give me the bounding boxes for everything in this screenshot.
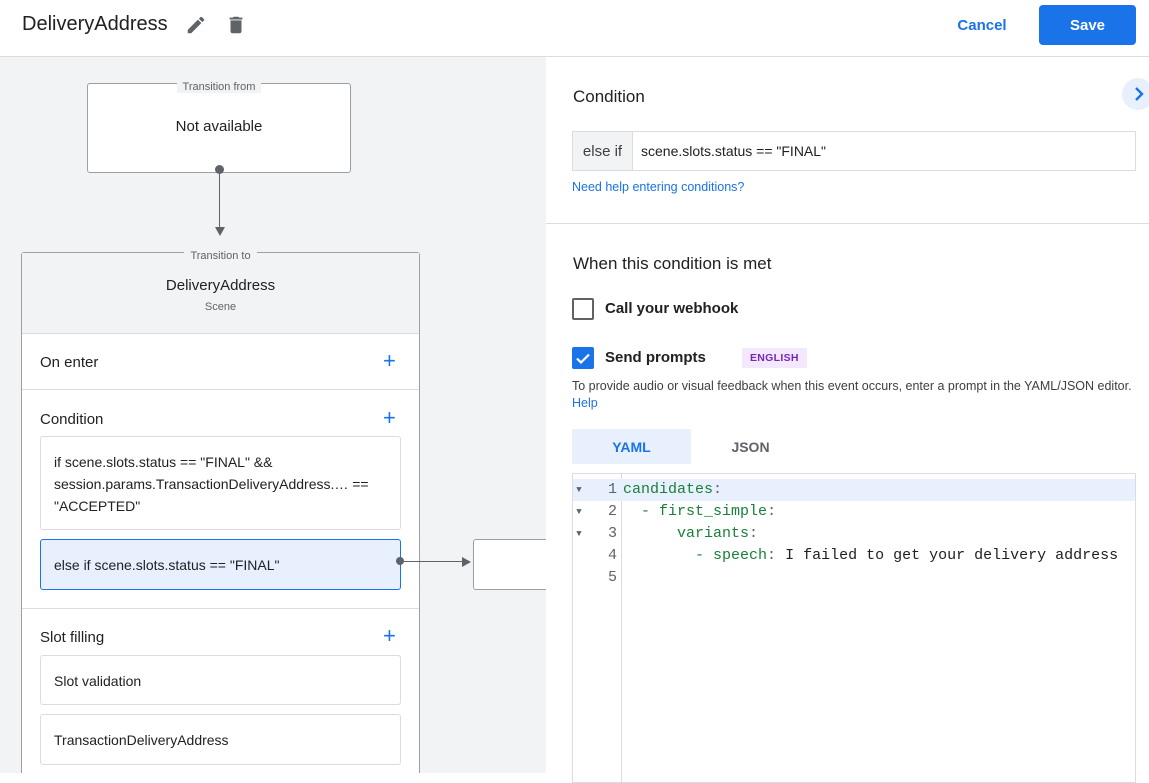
line-gutter — [573, 474, 622, 782]
send-prompts-checkbox[interactable] — [572, 347, 594, 369]
condition-label: Condition — [40, 411, 104, 428]
connector-dot — [396, 557, 404, 565]
connector-dot — [215, 165, 224, 174]
arrow-down-icon — [215, 227, 225, 236]
transition-from-value: Not available — [175, 118, 263, 135]
connector-line — [402, 561, 464, 562]
send-prompts-label: Send prompts — [605, 349, 706, 366]
add-on-enter-icon[interactable]: + — [383, 348, 396, 373]
slot-label: Slot validation — [54, 673, 142, 689]
fold-toggle-icon[interactable]: ▼ — [576, 529, 582, 539]
line-number: 1 — [607, 481, 617, 498]
transition-from-node[interactable]: Transition from Not available — [87, 81, 351, 173]
scene-header[interactable]: DeliveryAddress Scene — [22, 253, 419, 334]
code-text: - speech: I failed to get your delivery … — [695, 547, 1119, 564]
condition-text: else if scene.slots.status == "FINAL" — [54, 557, 280, 573]
code-text: variants: — [677, 525, 759, 542]
scene-type: Scene — [204, 301, 237, 313]
prompt-description: To provide audio or visual feedback when… — [572, 378, 1142, 412]
divider — [22, 389, 419, 390]
page-title: DeliveryAddress — [22, 13, 168, 35]
help-link[interactable]: Help — [572, 396, 598, 410]
code-line[interactable]: ▼ 1 candidates: — [573, 479, 1135, 501]
fold-toggle-icon[interactable]: ▼ — [576, 485, 582, 495]
checkmark-icon — [576, 353, 590, 365]
code-line[interactable]: ▼ 3 variants: — [573, 523, 1135, 545]
webhook-label: Call your webhook — [605, 300, 739, 317]
condition-help-link[interactable]: Need help entering conditions? — [572, 180, 745, 194]
cancel-button[interactable]: Cancel — [957, 16, 1007, 34]
condition-text: if scene.slots.status == "FINAL" && sess… — [54, 454, 369, 514]
condition-prefix: else if — [573, 132, 633, 170]
transition-target-node[interactable] — [473, 539, 546, 590]
line-number: 3 — [607, 525, 617, 542]
code-line[interactable]: ▼ 2 - first_simple: — [573, 501, 1135, 523]
pencil-icon[interactable] — [185, 14, 207, 36]
line-number: 5 — [607, 569, 617, 586]
webhook-checkbox[interactable] — [572, 298, 594, 320]
condition-card-else-if[interactable]: else if scene.slots.status == "FINAL" — [40, 539, 401, 590]
line-number: 2 — [607, 503, 617, 520]
scene-name: DeliveryAddress — [165, 277, 276, 294]
code-line[interactable]: 4 - speech: I failed to get your deliver… — [573, 545, 1135, 567]
slot-label: TransactionDeliveryAddress — [54, 732, 229, 748]
slot-card[interactable]: TransactionDeliveryAddress — [40, 714, 401, 765]
language-badge: ENGLISH — [742, 348, 807, 368]
scene-node: DeliveryAddress Scene Transition to On e… — [21, 250, 420, 773]
trash-icon[interactable] — [225, 14, 247, 36]
divider — [546, 223, 1149, 224]
editor-header: DeliveryAddress Cancel Save — [0, 0, 1149, 57]
line-number: 4 — [607, 547, 617, 564]
tab-json[interactable]: JSON — [731, 438, 770, 455]
when-met-title: When this condition is met — [573, 254, 772, 273]
collapse-panel-button[interactable] — [1122, 78, 1149, 110]
condition-field: else if — [572, 131, 1136, 171]
condition-detail-panel: Condition else if Need help entering con… — [546, 57, 1149, 783]
condition-title: Condition — [573, 87, 645, 106]
transition-to-caption: Transition to — [184, 250, 257, 262]
code-text: candidates: — [623, 481, 723, 498]
fold-toggle-icon[interactable]: ▼ — [576, 507, 582, 517]
code-line[interactable]: 5 — [573, 567, 1135, 589]
connector-line — [219, 174, 220, 228]
description-text: To provide audio or visual feedback when… — [572, 379, 1132, 393]
chevron-right-icon — [1135, 87, 1144, 101]
add-slot-icon[interactable]: + — [383, 623, 396, 648]
condition-card-if[interactable]: if scene.slots.status == "FINAL" && sess… — [40, 436, 401, 530]
add-condition-icon[interactable]: + — [383, 405, 396, 430]
transition-from-caption: Transition from — [176, 81, 262, 93]
condition-input[interactable] — [634, 132, 1135, 170]
divider — [22, 608, 419, 609]
code-editor[interactable]: ▼ 1 candidates: ▼ 2 - first_simple: ▼ 3 varian… — [572, 473, 1136, 783]
arrow-right-icon — [462, 557, 471, 567]
tab-yaml[interactable]: YAML — [572, 429, 691, 464]
code-text: - first_simple: — [641, 503, 777, 520]
save-button[interactable]: Save — [1039, 5, 1136, 45]
on-enter-label[interactable]: On enter — [40, 354, 99, 371]
slot-filling-label: Slot filling — [40, 629, 105, 646]
slot-card[interactable]: Slot validation — [40, 655, 401, 705]
flow-canvas[interactable]: Transition from Not available DeliveryAd… — [0, 57, 546, 773]
